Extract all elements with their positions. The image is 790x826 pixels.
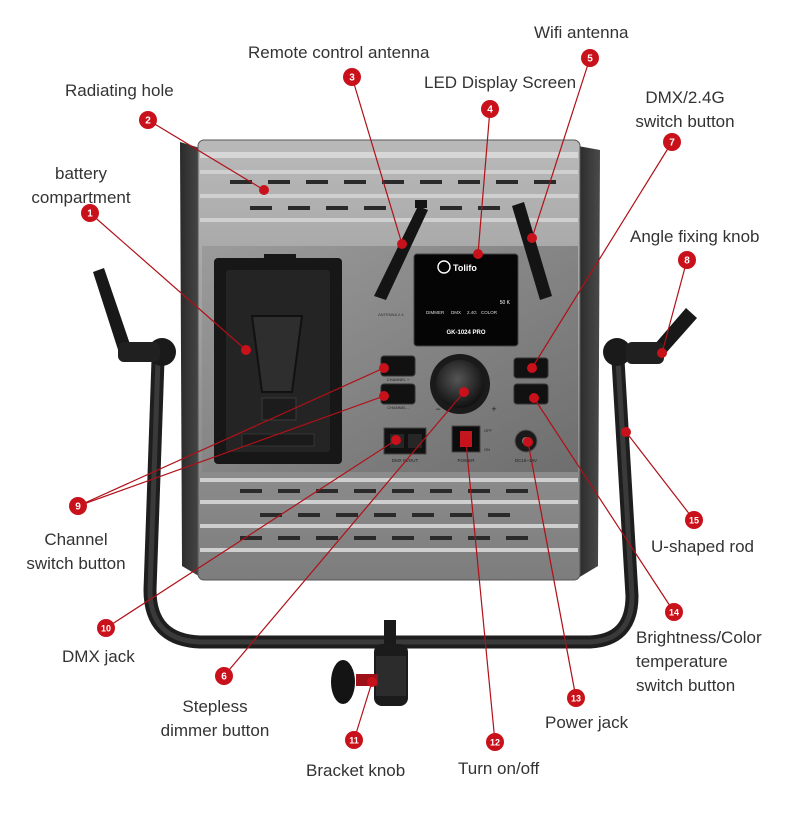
- bracket-mount: [331, 620, 408, 706]
- radiating-holes-top: [200, 152, 578, 222]
- wifi-antenna: [512, 202, 552, 300]
- svg-text:DMX: DMX: [451, 310, 461, 315]
- callout-badge-4: 4: [481, 100, 499, 118]
- svg-text:COLOR: COLOR: [481, 310, 498, 315]
- callout-number: 8: [684, 256, 690, 267]
- svg-text:ANTENNA 2.4: ANTENNA 2.4: [378, 312, 404, 317]
- callout-number: 12: [490, 738, 500, 748]
- callout-number: 4: [487, 105, 493, 116]
- callout-badge-5: 5: [581, 49, 599, 67]
- right-buttons: [513, 357, 549, 405]
- callout-badge-15: 15: [685, 511, 703, 529]
- label-power-jack: Power jack: [545, 713, 629, 732]
- callout-badge-6: 6: [215, 667, 233, 685]
- label-radiating-hole: Radiating hole: [65, 81, 174, 100]
- label-dmx-jack: DMX jack: [62, 647, 135, 666]
- svg-text:CHANNEL +: CHANNEL +: [387, 377, 410, 382]
- callout-number: 6: [221, 672, 227, 683]
- label-turn-on-off: Turn on/off: [458, 759, 540, 778]
- svg-text:50 K: 50 K: [500, 300, 511, 306]
- channel-switch-buttons: CHANNEL + CHANNEL -: [380, 355, 416, 410]
- callout-number: 5: [587, 54, 593, 65]
- callout-badge-8: 8: [678, 251, 696, 269]
- callout-badge-10: 10: [97, 619, 115, 637]
- callout-number: 2: [145, 116, 151, 127]
- callout-number: 15: [689, 516, 699, 526]
- anchor-dots: [241, 185, 667, 687]
- callout-badge-9: 9: [69, 497, 87, 515]
- label-led-display-screen: LED Display Screen: [424, 73, 577, 92]
- callout-number: 1: [87, 209, 93, 220]
- callout-number: 10: [101, 624, 111, 634]
- svg-text:DC15~19V: DC15~19V: [515, 458, 537, 463]
- svg-text:OFF: OFF: [484, 428, 493, 433]
- callout-badge-2: 2: [139, 111, 157, 129]
- svg-text:DIMMER: DIMMER: [426, 310, 445, 315]
- brand-logo-text: Tolifo: [453, 263, 477, 273]
- svg-text:−: −: [435, 404, 440, 414]
- label-remote-control-antenna: Remote control antenna: [248, 43, 430, 62]
- callout-badge-14: 14: [665, 603, 683, 621]
- dmx-jack: DMX IN/OUT: [383, 427, 427, 463]
- stepless-dimmer-knob: − +: [430, 354, 497, 414]
- callout-number: 9: [75, 502, 81, 513]
- u-shaped-rod: [143, 338, 639, 649]
- label-bracket-knob: Bracket knob: [306, 761, 406, 780]
- remote-control-antenna: [374, 200, 428, 300]
- callout-number: 11: [349, 736, 359, 746]
- svg-text:POWER: POWER: [457, 458, 475, 463]
- svg-text:2.4G: 2.4G: [467, 310, 477, 315]
- label-angle-fixing-knob: Angle fixing knob: [630, 227, 760, 246]
- svg-text:+: +: [491, 404, 496, 414]
- angle-fixing-knob-left: [93, 268, 160, 362]
- svg-text:CHANNEL -: CHANNEL -: [387, 405, 409, 410]
- svg-text:DMX IN/OUT: DMX IN/OUT: [392, 458, 419, 463]
- svg-text:ON: ON: [484, 447, 490, 452]
- battery-compartment: [214, 254, 342, 464]
- label-wifi-antenna: Wifi antenna: [534, 23, 629, 42]
- callout-number: 7: [669, 138, 675, 149]
- callout-number: 3: [349, 73, 355, 84]
- callout-badge-7: 7: [663, 133, 681, 151]
- model-name: GK-1024 PRO: [446, 330, 485, 336]
- callout-badge-1: 1: [81, 204, 99, 222]
- callout-number: 14: [669, 608, 679, 618]
- side-frame: [180, 142, 600, 578]
- leader-lines: [77, 57, 695, 743]
- callout-badge-11: 11: [345, 731, 363, 749]
- callout-badge-13: 13: [567, 689, 585, 707]
- callout-badge-12: 12: [486, 733, 504, 751]
- callout-number: 13: [571, 694, 581, 704]
- callout-badge-3: 3: [343, 68, 361, 86]
- label-u-shaped-rod: U-shaped rod: [651, 537, 755, 556]
- led-display-screen: Tolifo 50 K DIMMER DMX 2.4G COLOR GK-102…: [413, 253, 519, 347]
